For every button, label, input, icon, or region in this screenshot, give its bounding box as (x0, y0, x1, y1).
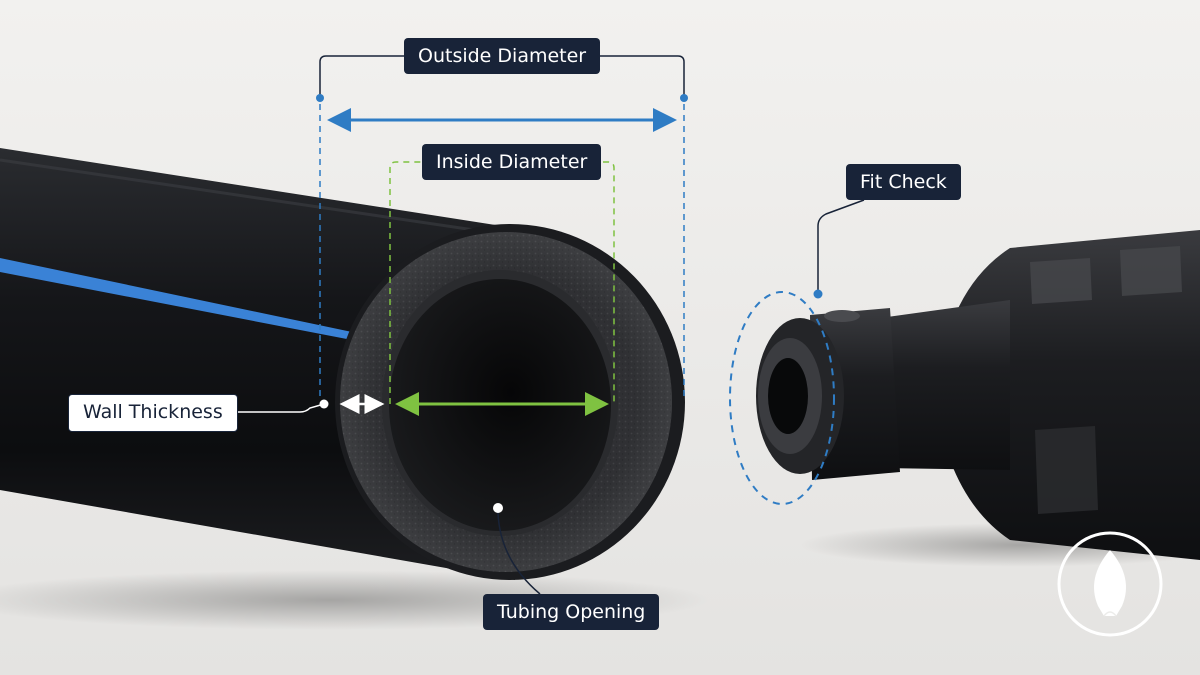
fitting-nozzle-bore (768, 358, 808, 434)
badge-ring (1057, 531, 1163, 637)
fitting-body (880, 300, 1010, 470)
leaf-icon (1094, 550, 1126, 616)
outside-diameter-dimension (316, 55, 688, 400)
od-dot-left (316, 94, 324, 102)
fit-check-leader (817, 199, 865, 294)
wall-thickness-label: Wall Thickness (68, 394, 238, 432)
opening-leader (497, 512, 541, 595)
id-extension-right (592, 161, 615, 404)
fit-check-dot (813, 289, 823, 299)
badge (1057, 531, 1163, 637)
tube-cross-section (335, 224, 685, 580)
tubing-opening-label: Tubing Opening (483, 594, 660, 630)
od-dot-right (680, 94, 688, 102)
wall-leader (236, 403, 325, 413)
fitting (756, 230, 1200, 560)
inside-diameter-dimension (389, 161, 615, 416)
fit-check-label: Fit Check (846, 164, 961, 200)
fit-check-callout (729, 199, 865, 505)
tube-highlight (0, 158, 516, 238)
id-extension-left (389, 161, 422, 404)
inside-diameter-label: Inside Diameter (422, 144, 602, 180)
outside-diameter-label: Outside Diameter (404, 38, 601, 74)
barb-ridge (824, 310, 860, 322)
fit-check-circle (729, 291, 835, 505)
tubing-opening-callout (493, 503, 541, 595)
nut-facet (1035, 426, 1098, 514)
nut-facet (1030, 258, 1092, 304)
leaf-icon-notch (1103, 611, 1117, 617)
opening-dot (493, 503, 503, 513)
wall-thickness-dimension (236, 394, 385, 414)
od-leader-right (600, 55, 685, 98)
wall-dot (319, 399, 329, 409)
nut-facet (1120, 246, 1182, 296)
tube-stripe (0, 258, 352, 340)
od-leader-left (319, 55, 404, 98)
